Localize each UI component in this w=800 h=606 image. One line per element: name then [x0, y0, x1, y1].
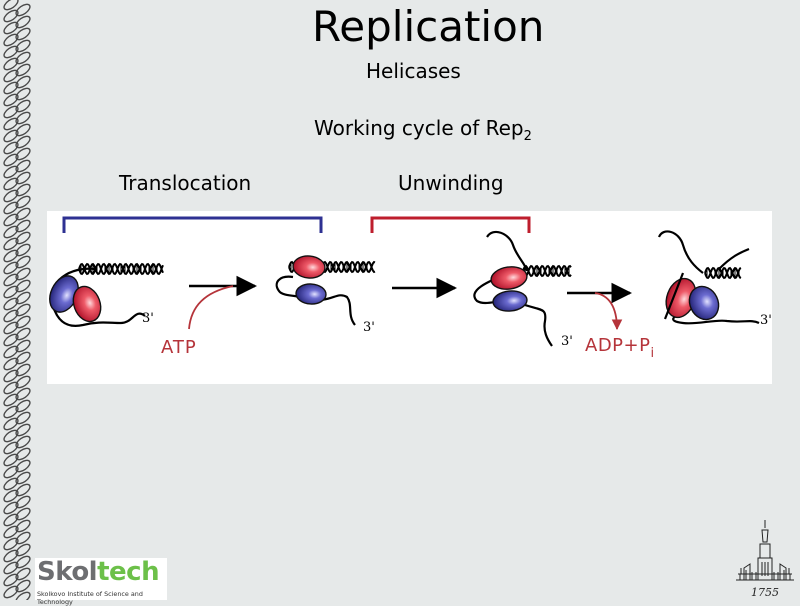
phase-label-unwinding: Unwinding — [398, 171, 504, 195]
adp-label-subscript: i — [650, 346, 654, 361]
logo-name-part2: tech — [97, 557, 160, 587]
cycle-heading: Working cycle of Rep2 — [314, 115, 532, 150]
adp-label: ADP+Pi — [585, 335, 655, 361]
msu-year: 1755 — [751, 586, 779, 599]
skoltech-logo-tagline: Skolkovo Institute of Science and Techno… — [37, 590, 143, 606]
stage-3-end-label: 3' — [561, 334, 573, 349]
slide-subtitle: Helicases — [366, 59, 461, 83]
atp-input-arrow — [188, 285, 234, 330]
msu-building-logo: 1755 — [736, 520, 794, 599]
dna-chain-border — [3, 0, 31, 600]
skoltech-logo: Skoltech Skolkovo Institute of Science a… — [35, 556, 167, 606]
stage-2-helicase: 3' — [275, 255, 376, 335]
adp-output-arrow — [594, 292, 623, 331]
cycle-heading-subscript: 2 — [523, 129, 532, 144]
slide-title: Replication — [312, 2, 545, 51]
stage-1-end-label: 3' — [142, 311, 154, 326]
translocation-bracket — [62, 216, 323, 233]
stage-1-helicase: 3' — [49, 262, 164, 327]
skoltech-logo-name: Skoltech — [37, 556, 160, 588]
stage-4-end-label: 3' — [760, 313, 772, 328]
unwinding-bracket — [370, 216, 531, 233]
stage-2-end-label: 3' — [363, 320, 375, 335]
adp-label-main: ADP+P — [585, 335, 650, 356]
rep-cycle-figure: 3' ATP 3' 3' ADP+Pi 3' — [47, 211, 772, 384]
phase-label-translocation: Translocation — [119, 171, 252, 195]
cycle-heading-text: Working cycle of Rep — [314, 116, 524, 140]
atp-label: ATP — [161, 337, 197, 358]
stage-3-helicase: 3' — [473, 230, 573, 349]
logo-name-part1: Skol — [37, 557, 98, 587]
stage-4-helicase: 3' — [657, 230, 772, 328]
